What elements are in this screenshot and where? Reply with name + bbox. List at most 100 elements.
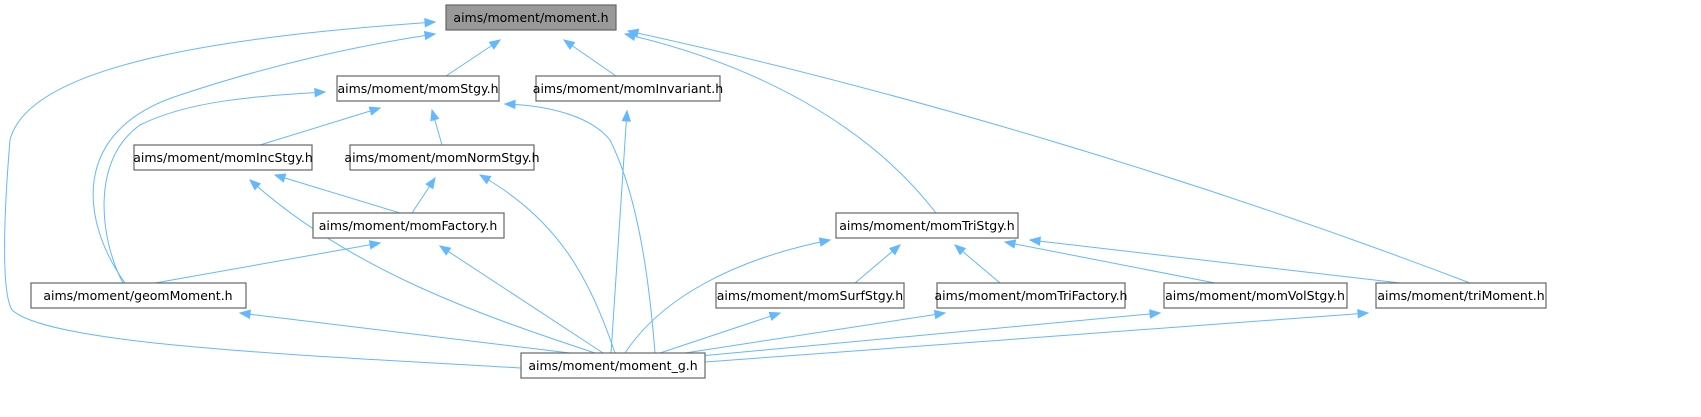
arrowhead-icon: [273, 173, 287, 183]
node-momVolStgy[interactable]: aims/moment/momVolStgy.h: [1163, 282, 1348, 309]
node-label: aims/moment/momSurfStgy.h: [717, 288, 903, 303]
edge-line: [1004, 241, 1216, 284]
node-label: aims/moment/momStgy.h: [337, 81, 498, 96]
edge-momFactory-to-momIncStgy: [273, 173, 401, 214]
arrowhead-icon: [368, 240, 382, 250]
edge-moment_g-to-momStgy: [503, 99, 656, 354]
node-momSurfStgy[interactable]: aims/moment/momSurfStgy.h: [715, 282, 905, 309]
arrowhead-icon: [368, 106, 382, 116]
edge-moment_g-to-moment: [4, 18, 522, 369]
edge-momNormStgy-to-momStgy: [430, 108, 443, 146]
node-momInvariant[interactable]: aims/moment/momInvariant.h: [533, 75, 723, 102]
arrowhead-icon: [238, 309, 251, 319]
edge-line: [445, 39, 501, 77]
edge-line: [479, 174, 616, 354]
edge-triMoment-to-moment: [626, 28, 1471, 284]
node-geomMoment[interactable]: aims/moment/geomMoment.h: [30, 282, 247, 309]
node-label: aims/moment/moment_g.h: [528, 358, 697, 373]
node-moment_g[interactable]: aims/moment/moment_g.h: [520, 352, 706, 379]
arrowhead-icon: [438, 245, 452, 256]
edge-momTriStgy-to-moment: [623, 31, 937, 214]
edge-triMoment-to-momTriStgy: [1028, 236, 1401, 284]
edge-momStgy-to-moment: [445, 39, 502, 77]
arrowhead-icon: [424, 18, 437, 28]
arrowhead-icon: [425, 176, 436, 190]
edge-momInvariant-to-moment: [562, 39, 617, 77]
edge-line: [699, 312, 1161, 357]
edge-line: [239, 312, 571, 354]
arrowhead-icon: [430, 108, 440, 122]
edge-moment_g-to-momVolStgy: [699, 309, 1162, 357]
node-label: aims/moment/momTriStgy.h: [839, 218, 1014, 233]
edges-layer: [4, 18, 1471, 369]
node-momFactory[interactable]: aims/moment/momFactory.h: [312, 212, 505, 239]
arrowhead-icon: [1357, 309, 1370, 319]
node-moment[interactable]: aims/moment/moment.h: [445, 4, 617, 31]
node-label: aims/moment/triMoment.h: [1377, 288, 1544, 303]
arrowhead-icon: [626, 28, 640, 38]
edge-line: [154, 242, 381, 284]
nodes-layer: aims/moment/moment.h aims/moment/momStgy…: [30, 4, 1547, 379]
node-label: aims/moment/momFactory.h: [319, 218, 498, 233]
edge-line: [92, 33, 436, 284]
node-momIncStgy[interactable]: aims/moment/momIncStgy.h: [133, 144, 313, 171]
node-label: aims/moment/momTriFactory.h: [935, 288, 1128, 303]
arrowhead-icon: [314, 87, 327, 98]
edge-line: [684, 312, 946, 354]
node-label: aims/moment/momVolStgy.h: [1165, 288, 1345, 303]
arrowhead-icon: [933, 309, 947, 320]
edge-moment_g-to-momTriFactory: [684, 309, 947, 354]
edge-geomMoment-to-moment: [92, 30, 437, 284]
edge-momFactory-to-momNormStgy: [411, 176, 436, 214]
arrowhead-icon: [488, 39, 502, 50]
node-momNormStgy[interactable]: aims/moment/momNormStgy.h: [344, 144, 540, 171]
arrowhead-icon: [1149, 309, 1162, 319]
edge-momSurfStgy-to-momTriStgy: [854, 244, 902, 284]
edge-line: [624, 33, 937, 214]
node-label: aims/moment/momNormStgy.h: [344, 150, 539, 165]
arrowhead-icon: [818, 237, 832, 247]
edge-moment_g-to-momIncStgy: [248, 179, 596, 354]
edge-momVolStgy-to-momTriStgy: [1003, 239, 1216, 284]
edge-line: [103, 91, 326, 284]
node-label: aims/moment/moment.h: [453, 10, 608, 25]
arrowhead-icon: [503, 99, 516, 110]
edge-geomMoment-to-momFactory: [154, 240, 382, 284]
edge-moment_g-to-momInvariant: [610, 109, 632, 354]
edge-line: [627, 30, 1471, 284]
edge-momTriFactory-to-momTriStgy: [953, 244, 1001, 284]
edge-moment_g-to-momTriStgy: [624, 237, 832, 354]
edge-line: [274, 174, 401, 214]
edge-line: [624, 239, 831, 354]
edge-line: [249, 179, 596, 354]
edge-line: [704, 312, 1369, 363]
edge-line: [4, 21, 522, 369]
arrowhead-icon: [953, 244, 967, 256]
edge-line: [1029, 239, 1401, 284]
arrowhead-icon: [423, 30, 437, 41]
node-momTriFactory[interactable]: aims/moment/momTriFactory.h: [935, 282, 1128, 309]
node-momStgy[interactable]: aims/moment/momStgy.h: [336, 75, 500, 102]
node-triMoment[interactable]: aims/moment/triMoment.h: [1375, 282, 1547, 309]
edge-line: [439, 245, 604, 354]
edge-momIncStgy-to-momStgy: [259, 106, 382, 146]
edge-geomMoment-to-momStgy: [103, 87, 327, 284]
edge-moment_g-to-triMoment: [704, 309, 1370, 363]
edge-line: [659, 312, 781, 354]
edge-line: [563, 39, 617, 77]
arrowhead-icon: [478, 174, 492, 185]
edge-line: [259, 107, 381, 146]
arrowhead-icon: [248, 179, 261, 191]
edge-moment_g-to-geomMoment: [238, 309, 571, 354]
node-label: aims/moment/momIncStgy.h: [133, 150, 313, 165]
edge-moment_g-to-momFactory: [438, 245, 604, 354]
edge-line: [504, 103, 656, 354]
arrowhead-icon: [1028, 236, 1041, 246]
node-label: aims/moment/momInvariant.h: [533, 81, 723, 96]
arrowhead-icon: [562, 39, 576, 50]
edge-moment_g-to-momNormStgy: [478, 174, 616, 354]
arrowhead-icon: [1003, 239, 1017, 249]
arrowhead-icon: [888, 244, 902, 256]
node-momTriStgy[interactable]: aims/moment/momTriStgy.h: [835, 212, 1019, 239]
